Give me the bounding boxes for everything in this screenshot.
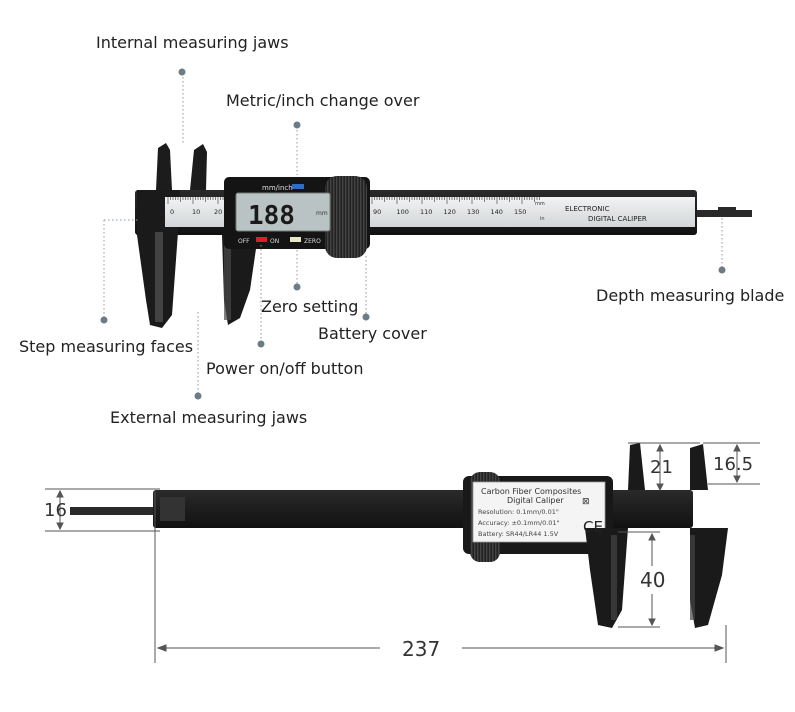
scale-number: 100 bbox=[397, 208, 409, 216]
dim-depth-height: 16 bbox=[44, 500, 67, 521]
mode-indicator bbox=[292, 184, 304, 189]
scale-number: 90 bbox=[373, 208, 381, 216]
power-button[interactable] bbox=[256, 237, 267, 242]
dim-total-length: 237 bbox=[402, 637, 441, 661]
dot-metric-inch bbox=[293, 121, 301, 129]
callout-dots bbox=[100, 68, 726, 400]
label-external-jaws: External measuring jaws bbox=[110, 408, 308, 427]
scale-number: 150 bbox=[514, 208, 526, 216]
label-zero-setting: Zero setting bbox=[261, 297, 359, 316]
scale-number: 110 bbox=[420, 208, 432, 216]
mode-label: mm/inch bbox=[262, 184, 293, 192]
recycle-icon: ⊠ bbox=[582, 497, 590, 507]
label-battery-cover: Battery cover bbox=[318, 324, 427, 343]
scale-number: 20 bbox=[214, 208, 222, 216]
spec-accuracy: Accuracy: ±0.1mm/0.01" bbox=[478, 519, 560, 527]
scale-number: 130 bbox=[467, 208, 479, 216]
lcd-unit: mm bbox=[316, 210, 328, 217]
dim-external-jaw: 40 bbox=[640, 568, 666, 592]
bottom-depth-blade bbox=[70, 507, 160, 515]
spec-label bbox=[472, 481, 606, 543]
scale-number: 120 bbox=[444, 208, 456, 216]
label-metric-inch: Metric/inch change over bbox=[226, 91, 420, 110]
scale-number: 0 bbox=[170, 208, 174, 216]
scale-number: 140 bbox=[491, 208, 503, 216]
ce-mark: CE bbox=[583, 518, 603, 536]
label-internal-jaws: Internal measuring jaws bbox=[96, 33, 289, 52]
fixed-internal-jaw bbox=[156, 143, 172, 190]
dim-internal-jaw: 21 bbox=[650, 457, 673, 478]
depth-blade bbox=[697, 210, 752, 217]
spec-battery: Battery: SR44/LR44 1.5V bbox=[478, 530, 559, 538]
label-step-faces: Step measuring faces bbox=[19, 337, 194, 356]
lcd-screen bbox=[235, 192, 331, 232]
dim-internal-jaw-tip: 16.5 bbox=[713, 454, 754, 475]
dot-step-faces bbox=[100, 316, 108, 324]
bottom-external-jaw-1 bbox=[585, 528, 628, 628]
bottom-external-jaw-2 bbox=[690, 528, 728, 628]
label-power-button: Power on/off button bbox=[206, 359, 364, 378]
scale-number: 10 bbox=[192, 208, 200, 216]
brand-line-2: DIGITAL CALIPER bbox=[588, 215, 647, 223]
zero-label: ZERO bbox=[304, 238, 321, 245]
scale-left bbox=[165, 197, 227, 227]
bottom-internal-jaw-1 bbox=[628, 443, 645, 490]
label-depth-blade: Depth measuring blade bbox=[596, 286, 785, 305]
spec-line-2: Digital Caliper bbox=[507, 496, 564, 505]
dot-internal-jaws bbox=[178, 68, 186, 76]
dot-battery-cover bbox=[362, 313, 370, 321]
spec-resolution: Resolution: 0.1mm/0.01" bbox=[478, 508, 559, 516]
top-caliper: mm/inch 188 mm OFF ON ZERO ELECTRONIC DI… bbox=[135, 143, 752, 328]
battery-cover bbox=[325, 176, 367, 258]
bottom-caliper: Carbon Fiber Composites Digital Caliper … bbox=[70, 443, 728, 628]
zero-button[interactable] bbox=[290, 237, 301, 242]
sliding-internal-jaw bbox=[190, 144, 207, 190]
dot-zero-setting bbox=[293, 283, 301, 291]
dot-depth-blade bbox=[718, 266, 726, 274]
spec-line-1: Carbon Fiber Composites bbox=[481, 487, 581, 496]
bottom-internal-jaw-2 bbox=[690, 444, 708, 490]
dot-power-button bbox=[257, 340, 265, 348]
dot-external-jaws bbox=[194, 392, 202, 400]
off-label: OFF bbox=[238, 238, 250, 245]
brand-line-1: ELECTRONIC bbox=[565, 205, 610, 213]
scale-unit-mm: mm bbox=[535, 201, 545, 207]
scale-unit-in: in bbox=[540, 216, 545, 222]
on-label: ON bbox=[270, 238, 279, 245]
callout-leaders bbox=[103, 73, 723, 395]
dimension-lines bbox=[45, 442, 760, 663]
scale-right bbox=[370, 197, 695, 227]
lcd-value: 188 bbox=[248, 201, 295, 231]
